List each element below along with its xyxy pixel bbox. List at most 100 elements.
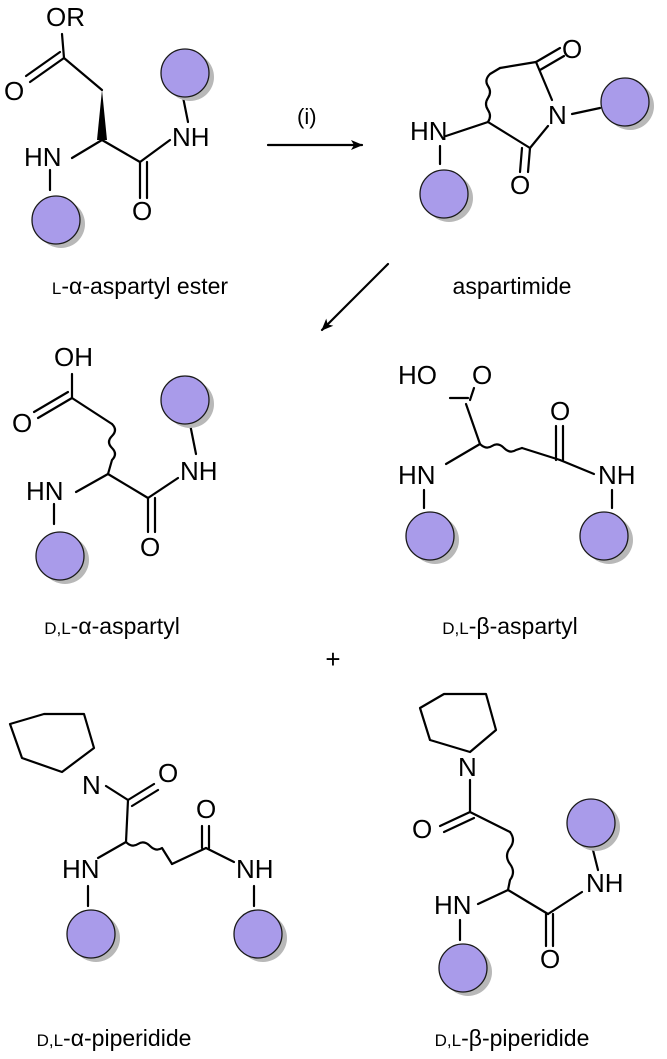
bond-amide-c-o-double [146,496,157,534]
bond-ch2-carbonyl [170,846,208,866]
structure-l-alpha-aspartyl-ester: OR O NH O HN [4,2,214,248]
bond-carbonyl-o-double [438,810,476,834]
bond-stereo-wedge [97,90,107,140]
atom-piperidine-n: N [82,770,101,800]
structure-dl-beta-piperidide: N O NH O HN [412,692,624,996]
bond-carbonyl-o-double [126,782,160,808]
atom-alpha-hn: HN [398,460,436,490]
bond-carbonyl-o-double [554,424,565,462]
atom-side-nh: NH [598,460,636,490]
atom-amide-o: O [140,532,160,562]
bond-ch-hn [444,442,482,466]
atom-ring-o-bottom: O [510,170,530,200]
atom-acid-o: O [472,360,492,390]
bond-wavy [124,840,174,866]
structure-dl-alpha-piperidide: N O O HN NH [8,712,287,962]
resin-bead-icon [438,943,492,996]
caption-dl-alpha-piperidide: D,L-α-piperidide [37,1025,192,1051]
bond-carbonyl-nh [558,458,596,476]
atom-side-nh: NH [236,854,274,884]
bond-acid-ch2 [70,396,114,426]
reaction-arrow: (i) [266,104,364,150]
bond-ch-carbonyl [506,888,550,916]
bond-acid-c-o-double [32,390,74,420]
atom-amide-o: O [132,196,152,226]
bond-alpha-hn [70,138,104,160]
structure-dl-beta-aspartyl: HO O O HN NH [398,360,636,564]
atom-ring-n: N [548,100,567,130]
bond-carbonyl-nh [138,138,172,164]
bond-carbonyl-nh [146,476,180,500]
caption-dl-beta-aspartyl: D,L-β-aspartyl [442,613,578,639]
resin-bead-icon [233,909,287,962]
bond-wavy [478,442,524,453]
bond-acid-c-ch [464,402,482,446]
atom-ring-o-top: O [562,34,582,64]
bond-carbonyl-nh [546,890,584,916]
resin-bead-icon [35,531,89,584]
bond-alpha-carbonyl [100,138,142,164]
bond-ester-ch2 [62,56,104,92]
structure-aspartimide: O N O HN [410,34,654,222]
bond-nh-bead [188,422,198,456]
bond-n-carbonyl [104,784,130,802]
bond-alpha-carbonyl [106,472,150,500]
bond-carbonyl-nh [204,846,236,864]
piperidine-ring [418,692,498,754]
resin-bead-icon [419,169,473,222]
atom-amide-o: O [196,794,216,824]
bond-carbonyl-ch [124,798,130,844]
resin-bead-icon [566,798,620,851]
bond-ring-ch2-c [498,60,538,70]
atom-acid-ho: HO [398,360,437,390]
bond-ch-hn [476,888,510,906]
bond-amide-c-o-double [138,160,149,200]
bond-ring-c-o2 [518,146,532,174]
plus-sign: + [325,644,340,674]
bond-wavy [106,422,117,476]
caption-dl-beta-piperidide: D,L-β-piperidide [435,1025,590,1051]
bond-ring-n-c [528,124,550,150]
atom-alpha-hn: HN [434,890,472,920]
structure-dl-alpha-aspartyl: OH O NH O HN [12,342,218,584]
atom-alpha-hn: HN [62,854,100,884]
bond-n-bead [570,106,602,116]
bond-ring-wavy [484,66,502,124]
atom-carbonyl-o: O [412,814,432,844]
atom-amide-o: O [550,396,570,426]
caption-aspartimide: aspartimide [453,273,572,299]
bond-ring-c-n [534,60,554,102]
bond-ester-co [60,32,66,60]
atom-ester-carbonyl-o: O [4,76,24,106]
piperidine-ring [8,712,96,774]
caption-dl-alpha-aspartyl: D,L-α-aspartyl [44,613,180,639]
reaction-arrow-diagonal [320,262,390,332]
bond-ch-hn [96,840,128,860]
bond-acid-c-o-double [468,386,476,402]
resin-bead-icon [160,375,214,428]
resin-bead-icon [579,511,633,564]
bond-ring-c-o-double [534,46,566,72]
bond-alpha-hn [74,472,110,494]
bond-carbonyl-ch2 [468,810,512,834]
bond-amide-c-o-double [544,912,555,948]
atom-side-nh: NH [586,868,624,898]
atom-carbonyl-o: O [158,758,178,788]
reaction-condition-label: (i) [297,104,317,129]
bond-ch2-carbonyl [520,446,562,462]
atom-amide-o: O [540,944,560,974]
bond-ring-c-ch [486,120,532,150]
resin-bead-icon [66,909,120,962]
resin-bead-icon [160,48,214,101]
resin-bead-icon [405,511,459,564]
atom-piperidine-n: N [458,752,477,782]
atom-side-nh: NH [180,456,218,486]
atom-acid-o: O [12,408,32,438]
resin-bead-icon [31,195,85,248]
atom-side-nh: NH [172,122,210,152]
atom-ester-or: OR [46,2,85,32]
bond-amide-c-o-double [200,824,211,850]
bond-ch-hn [444,120,490,138]
bond-wavy [505,830,515,892]
